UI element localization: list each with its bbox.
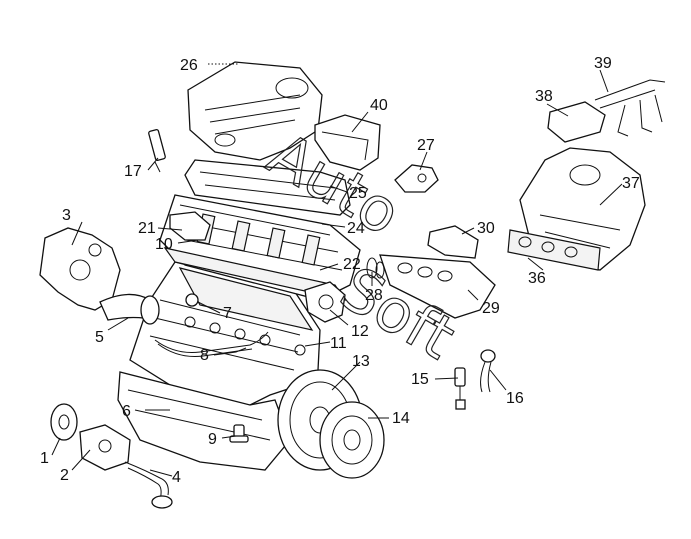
drain-plug — [229, 424, 249, 443]
pulley-1 — [50, 403, 78, 441]
callout-5: 5 — [95, 329, 104, 346]
callout-15: 15 — [411, 371, 429, 388]
sensor-15 — [454, 367, 466, 410]
callout-37: 37 — [622, 175, 640, 192]
valve-cover — [184, 159, 351, 216]
oil-pump — [79, 424, 131, 471]
water-pump — [304, 281, 346, 323]
callout-40: 40 — [370, 97, 388, 114]
timing-cover — [39, 227, 121, 311]
intake-gasket — [507, 229, 601, 271]
engine-cover — [187, 61, 323, 161]
hose-16 — [480, 349, 496, 393]
callout-labels: 26 40 39 38 17 27 37 25 21 10 24 30 3 22… — [40, 55, 640, 486]
callout-30: 30 — [477, 220, 495, 237]
leader-lines — [51, 63, 623, 477]
ecu-module — [547, 101, 606, 143]
callout-8: 8 — [200, 347, 209, 364]
callout-3: 3 — [62, 207, 71, 224]
callout-2: 2 — [60, 467, 69, 484]
callout-4: 4 — [172, 469, 181, 486]
spark-plug — [148, 129, 166, 173]
callout-1: 1 — [40, 450, 49, 467]
exhaust-manifold — [379, 254, 496, 319]
callout-17: 17 — [124, 163, 142, 180]
callout-16: 16 — [506, 390, 524, 407]
callout-12: 12 — [351, 323, 369, 340]
throttle-body — [169, 211, 211, 241]
callout-29: 29 — [482, 300, 500, 317]
callout-27: 27 — [417, 137, 435, 154]
callout-38: 38 — [535, 88, 553, 105]
oil-pickup — [124, 461, 173, 509]
callout-13: 13 — [352, 353, 370, 370]
callout-39: 39 — [594, 55, 612, 72]
callout-6: 6 — [122, 403, 131, 420]
callout-14: 14 — [392, 410, 410, 427]
bracket-40 — [314, 114, 381, 171]
heat-shield — [427, 225, 479, 259]
dipstick-tube — [154, 331, 269, 357]
callout-24: 24 — [347, 220, 365, 237]
wiring-harness — [594, 79, 666, 137]
callout-36: 36 — [528, 270, 546, 287]
oil-sump — [117, 371, 291, 471]
callout-22: 22 — [343, 256, 361, 273]
callout-25: 25 — [349, 185, 367, 202]
callout-26: 26 — [180, 57, 198, 74]
head-gasket — [163, 247, 347, 301]
bolt-7 — [185, 293, 199, 307]
callout-9: 9 — [208, 431, 217, 448]
callout-21: 21 — [138, 220, 156, 237]
clutch-assembly — [319, 401, 385, 479]
intake-pipe — [99, 293, 160, 325]
callout-11: 11 — [330, 335, 347, 352]
callout-28: 28 — [365, 287, 383, 304]
callout-7: 7 — [223, 305, 232, 322]
callout-10: 10 — [155, 236, 173, 253]
sensor-27 — [394, 164, 439, 193]
